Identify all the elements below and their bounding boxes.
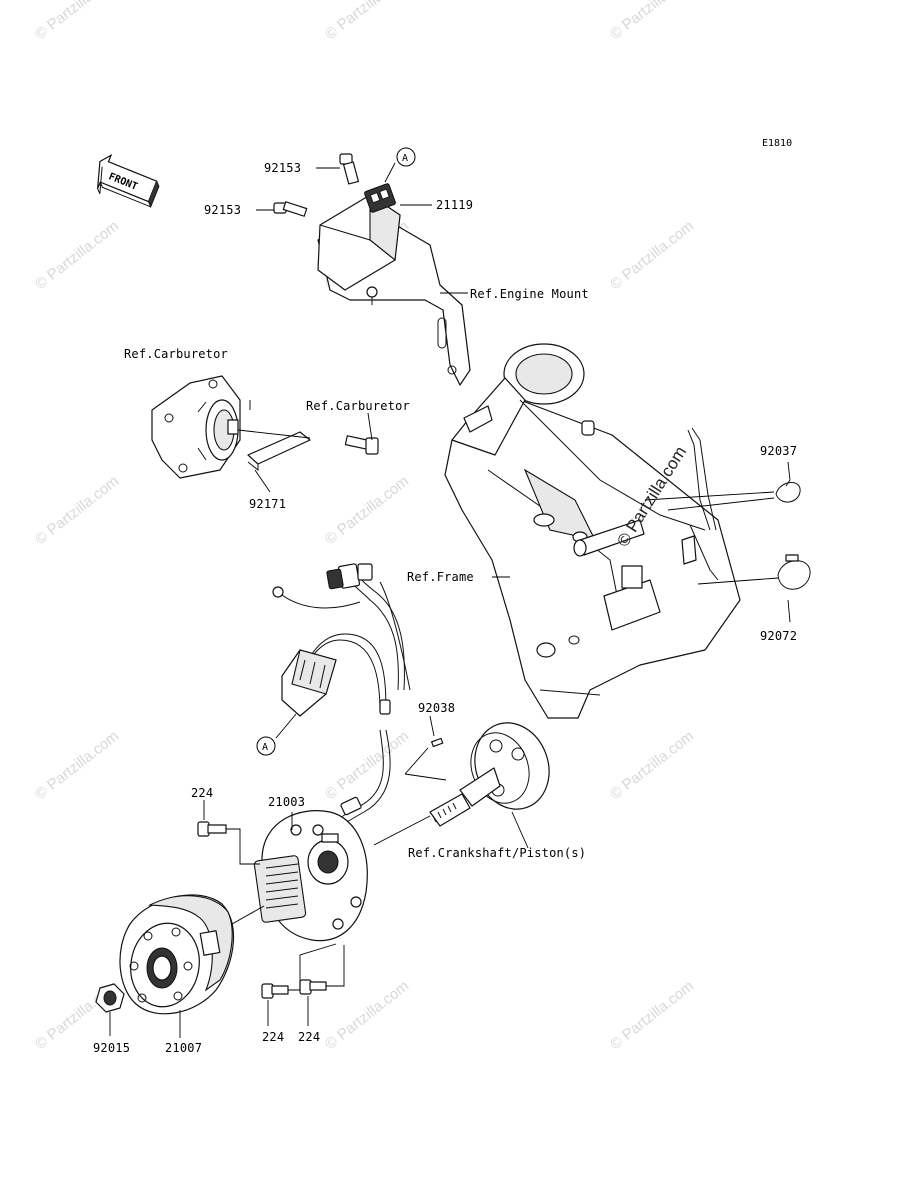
bolt-icon	[339, 153, 360, 185]
watermark-text: © Partzilla.com	[607, 978, 697, 1054]
watermark-text: © Partzilla.com	[607, 728, 697, 804]
svg-text:A: A	[262, 742, 268, 753]
watermark-text: © Partzilla.com	[32, 728, 122, 804]
label-21007: 21007	[165, 1041, 202, 1055]
watermark-text: © Partzilla.com	[322, 978, 412, 1054]
band-92171	[247, 431, 311, 472]
label-ref-carburetor-right: Ref.Carburetor	[306, 399, 410, 413]
bolt-icon	[261, 983, 289, 999]
frame	[444, 343, 741, 719]
carburetor-holder	[151, 375, 241, 479]
clamp-92037	[775, 479, 801, 503]
label-224-bottom-left: 224	[262, 1030, 284, 1044]
label-ref-carburetor-left: Ref.Carburetor	[124, 347, 228, 361]
label-92171: 92171	[249, 497, 286, 511]
bolt-icon	[197, 821, 227, 837]
label-21119: 21119	[436, 198, 473, 212]
callout-a-bottom: A	[256, 736, 276, 756]
watermark-text: © Partzilla.com	[322, 0, 412, 43]
bolt-icon	[273, 201, 308, 217]
watermark-text: © Partzilla.com	[32, 473, 122, 549]
watermark-text: © Partzilla.com	[32, 218, 122, 294]
wiring-harness	[272, 563, 411, 837]
label-ref-engine-mount: Ref.Engine Mount	[470, 287, 589, 301]
igniter-assembly	[273, 153, 471, 386]
label-ref-crankshaft: Ref.Crankshaft/Piston(s)	[408, 846, 586, 860]
label-92153-lower: 92153	[204, 203, 241, 217]
crankshaft	[429, 722, 550, 827]
label-92072: 92072	[760, 629, 797, 643]
stator-21003	[253, 810, 368, 942]
watermark-text: © Partzilla.com	[607, 0, 697, 43]
front-arrow-icon: FRONT	[97, 153, 160, 209]
clamp-92072	[777, 554, 811, 590]
label-224-left: 224	[191, 786, 213, 800]
callout-a-top: A	[396, 147, 416, 167]
nut-92015	[95, 983, 125, 1013]
svg-text:A: A	[402, 153, 408, 164]
watermark-text: © Partzilla.com	[607, 218, 697, 294]
label-224-bottom-right: 224	[298, 1030, 320, 1044]
key-92038	[431, 737, 444, 748]
diagram-code: E1810	[762, 138, 792, 149]
label-92038: 92038	[418, 701, 455, 715]
bolt-icon	[299, 979, 327, 995]
watermark-text: © Partzilla.com	[322, 728, 412, 804]
watermark-text: © Partzilla.com	[32, 0, 122, 43]
watermark-text: © Partzilla.com	[322, 473, 412, 549]
label-92153-upper: 92153	[264, 161, 301, 175]
label-92015: 92015	[93, 1041, 130, 1055]
bolt-icon	[344, 435, 379, 455]
label-92037: 92037	[760, 444, 797, 458]
label-ref-frame: Ref.Frame	[407, 570, 474, 584]
label-21003: 21003	[268, 795, 305, 809]
flywheel-21007	[119, 894, 235, 1015]
